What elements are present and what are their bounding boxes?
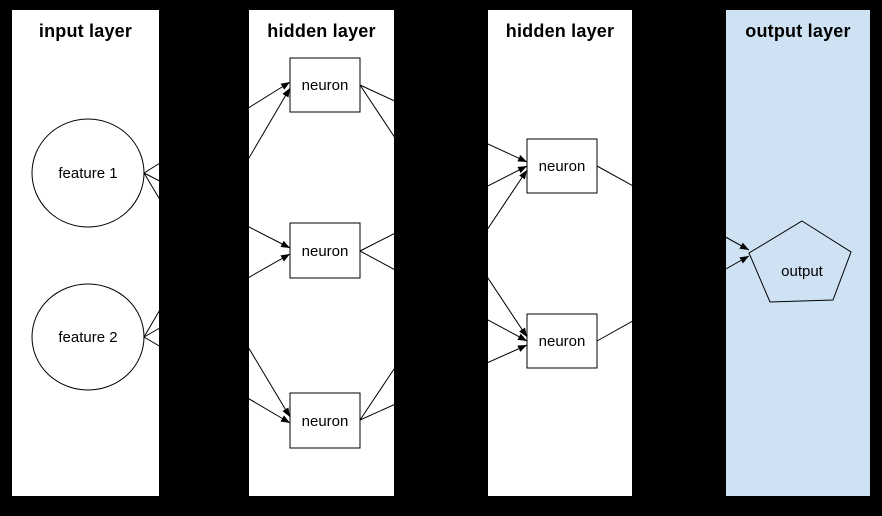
panel-hidden-layer-1: hidden layer (249, 10, 394, 496)
hidden-layer-1-title: hidden layer (267, 21, 376, 41)
input-layer-title: input layer (38, 21, 133, 41)
panel-output-layer: output layer (726, 10, 870, 496)
output-layer-title: output layer (745, 21, 851, 41)
panel-hidden-layer-2: hidden layer (488, 10, 632, 496)
hidden-layer-2-title: hidden layer (505, 21, 615, 41)
panel-input-layer: input layer (12, 10, 159, 496)
